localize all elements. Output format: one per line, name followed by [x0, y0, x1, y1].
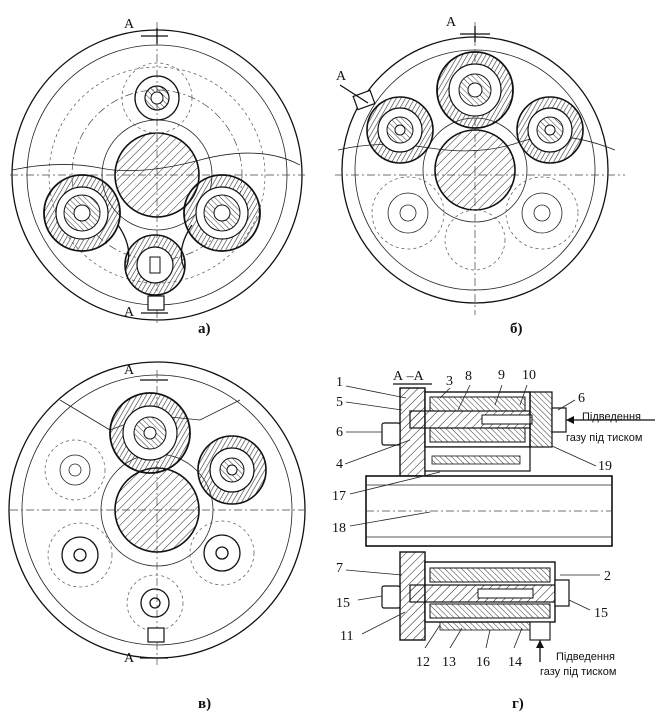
- central-shaft-b: [434, 129, 516, 211]
- section-mark-a-top: А: [124, 17, 135, 32]
- section-mark-b-top: А: [446, 15, 457, 30]
- part-8: 8: [465, 369, 472, 384]
- part-4: 4: [336, 457, 343, 472]
- part-10: 10: [522, 368, 536, 383]
- part-callouts: 1 2 3 4 5 6 6 7 8 9 10 11 12: [332, 368, 612, 670]
- section-mark-v-top: А: [124, 363, 135, 378]
- part-5: 5: [336, 395, 343, 410]
- part-2: 2: [604, 569, 611, 584]
- part-15-left: 15: [336, 596, 350, 611]
- panel-label-b: б): [510, 321, 523, 337]
- part-1: 1: [336, 375, 343, 390]
- panel-label-a: а): [198, 321, 211, 337]
- part-13: 13: [442, 655, 456, 670]
- gas-label-lower-1: Підведення: [556, 651, 615, 663]
- panel-g: А –А Підведення газу під тис: [332, 368, 655, 712]
- part-6-right: 6: [578, 391, 585, 406]
- gas-label-upper-1: Підведення: [582, 411, 641, 423]
- section-mark-v-bottom: А: [124, 651, 135, 666]
- part-16: 16: [476, 655, 490, 670]
- panel-v: А А в): [8, 361, 306, 712]
- section-mark-a-bottom: А: [124, 305, 135, 320]
- panel-a: А А а): [10, 17, 305, 337]
- gas-label-upper-2: газу під тиском: [566, 432, 642, 444]
- panel-label-g: г): [512, 696, 524, 712]
- part-3: 3: [446, 374, 453, 389]
- part-14: 14: [508, 655, 522, 670]
- panel-b: А А б): [335, 15, 625, 337]
- section-mark-b-side: А: [336, 69, 347, 84]
- part-7: 7: [336, 561, 343, 576]
- housing-wall-upper: [399, 387, 426, 477]
- panel-label-v: в): [198, 696, 211, 712]
- part-6-left: 6: [336, 425, 343, 440]
- part-18: 18: [332, 521, 346, 536]
- gas-label-lower-2: газу під тиском: [540, 666, 616, 678]
- central-shaft-v: [114, 467, 200, 553]
- part-19: 19: [598, 459, 612, 474]
- part-12: 12: [416, 655, 430, 670]
- part-9: 9: [498, 368, 505, 383]
- section-title: А –А: [393, 369, 425, 384]
- part-17: 17: [332, 489, 346, 504]
- part-11: 11: [340, 629, 353, 644]
- part-15-right: 15: [594, 606, 608, 621]
